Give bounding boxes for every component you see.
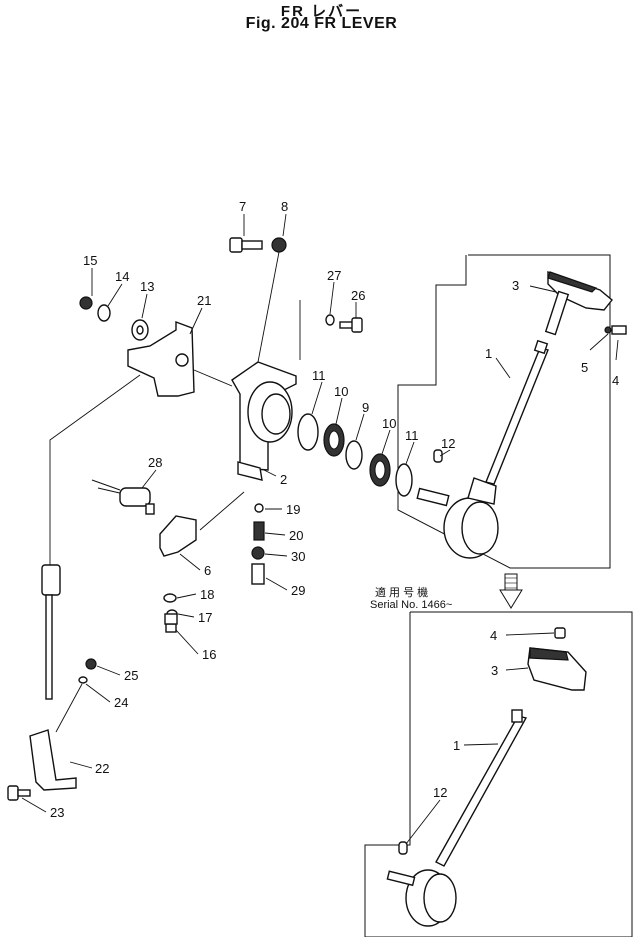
callout-11-b: 11 <box>405 428 419 443</box>
callout-leaders <box>21 213 619 845</box>
rod-linkage-dashed <box>49 374 141 565</box>
callout-27: 27 <box>327 268 341 283</box>
bolt-part-16 <box>164 613 178 633</box>
callout-9: 9 <box>362 400 369 415</box>
callout-labels: 1 2 3 4 5 6 7 8 9 10 10 11 11 12 13 14 1… <box>50 199 619 820</box>
down-arrow-icon <box>499 573 523 609</box>
washer-part-14 <box>97 304 111 322</box>
pin-part-12 <box>433 449 443 463</box>
switch-part-28 <box>91 479 155 515</box>
lever-knob-part-3-serial <box>527 647 587 691</box>
callout-20: 20 <box>289 528 303 543</box>
callout-14: 14 <box>115 269 129 284</box>
bracket6-dash-leader <box>199 491 245 531</box>
bolt-leader-line <box>257 251 280 363</box>
callout-10-a: 10 <box>334 384 348 399</box>
serial-inset-outline <box>364 611 633 937</box>
callout-30: 30 <box>291 549 305 564</box>
serial-note-japanese: 適 用 号 機 <box>375 585 428 599</box>
callout-24: 24 <box>114 695 128 710</box>
bracket-part-22 <box>29 729 77 791</box>
callout-29: 29 <box>291 583 305 598</box>
callout-6: 6 <box>204 563 211 578</box>
callout-12: 12 <box>441 436 455 451</box>
bearing-part-10-a-inner <box>328 430 340 450</box>
washer-part-27 <box>325 314 335 326</box>
washer-part-11-b <box>395 463 413 497</box>
washer-part-18 <box>163 593 177 603</box>
callout-18: 18 <box>200 587 214 602</box>
nut-part-30 <box>251 546 265 560</box>
callout-8: 8 <box>281 199 288 214</box>
pin-part-12-serial <box>398 841 408 855</box>
callout-19: 19 <box>286 502 300 517</box>
lever-knob-part-3 <box>544 271 613 336</box>
bracket-part-6 <box>159 515 197 557</box>
callout-2: 2 <box>280 472 287 487</box>
washer-part-11-a <box>297 413 319 451</box>
callout-21: 21 <box>197 293 211 308</box>
bolt-part-23 <box>7 785 31 801</box>
callout-3: 3 <box>512 278 519 293</box>
callout-5: 5 <box>581 360 588 375</box>
snap-ring-part-9 <box>345 440 363 470</box>
bracket22-leader <box>55 683 83 733</box>
main-bracket-part-2 <box>231 361 297 481</box>
washer-part-24 <box>78 676 88 684</box>
nut-part-15 <box>79 296 93 310</box>
nut-part-25 <box>85 658 97 670</box>
ball-part-19 <box>254 503 264 513</box>
lever-rod-part-1-serial <box>386 709 528 927</box>
callout-17: 17 <box>198 610 212 625</box>
callout-serial-12: 12 <box>433 785 447 800</box>
bolt-part-26 <box>339 317 363 333</box>
callout-serial-1: 1 <box>453 738 460 753</box>
callout-11-a: 11 <box>312 368 326 383</box>
callout-25: 25 <box>124 668 138 683</box>
callout-22: 22 <box>95 761 109 776</box>
screw-part-4-serial <box>554 627 566 639</box>
clevis-rod <box>41 564 61 700</box>
callout-serial-3: 3 <box>491 663 498 678</box>
callout-23: 23 <box>50 805 64 820</box>
spring-part-20 <box>253 521 265 541</box>
bolt-part-7 <box>229 237 263 253</box>
callout-7: 7 <box>239 199 246 214</box>
plate-leader <box>193 369 233 387</box>
callout-26: 26 <box>351 288 365 303</box>
callout-15: 15 <box>83 253 97 268</box>
callout-serial-4: 4 <box>490 628 497 643</box>
nut-part-8 <box>271 237 287 253</box>
callout-4: 4 <box>612 373 619 388</box>
callout-16: 16 <box>202 647 216 662</box>
plate-part-21 <box>127 320 195 397</box>
callout-28: 28 <box>148 455 162 470</box>
title-figure: Fig. 204 FR LEVER <box>245 15 398 32</box>
title-japanese: FR レバー <box>280 3 363 20</box>
bearing-part-10-b-inner <box>374 460 386 480</box>
lever-rod-part-1 <box>416 339 549 559</box>
callout-10-b: 10 <box>382 416 396 431</box>
serial-note: Serial No. 1466~ <box>370 599 452 611</box>
lever-inset-outline <box>397 254 611 569</box>
washer-part-13-inner <box>136 325 144 335</box>
callout-1: 1 <box>485 346 492 361</box>
bolt-part-29 <box>251 563 265 585</box>
callout-13: 13 <box>140 279 154 294</box>
screw-part-4 <box>604 325 627 335</box>
